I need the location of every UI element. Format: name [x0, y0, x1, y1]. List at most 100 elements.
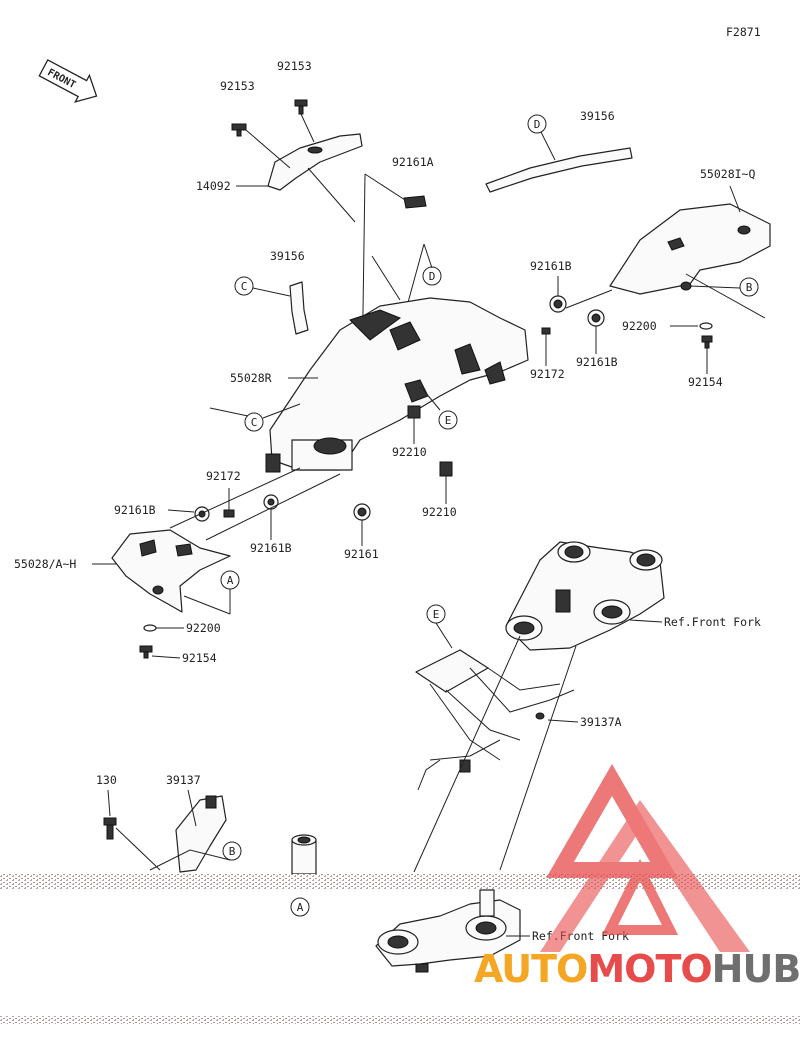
watermark-moto: MOTO: [587, 947, 711, 991]
watermark-hub: HUB: [712, 947, 800, 991]
part-92161b-right: [587, 309, 605, 327]
screw-92172-left-icon: [223, 509, 235, 518]
leader-line: [151, 655, 181, 659]
leader-line: [307, 167, 356, 223]
watermark-text: AUTOMOTOHUB: [474, 947, 800, 991]
label-92210-mid: 92210: [392, 445, 427, 459]
leader-line: [547, 719, 579, 723]
label-92153-left: 92153: [220, 79, 255, 93]
callout-c-upper: C: [234, 276, 254, 296]
screw-92172-right-icon: [541, 327, 551, 335]
leader-line: [435, 622, 453, 649]
figure-code: F2871: [726, 25, 761, 39]
leader-line: [169, 467, 301, 529]
leader-line: [423, 243, 433, 269]
leader-line: [252, 287, 291, 297]
label-92153-right: 92153: [277, 59, 312, 73]
label-92200-left: 92200: [186, 621, 221, 635]
label-92161: 92161: [344, 547, 379, 561]
callout-c-lower: C: [244, 412, 264, 432]
part-92210-grommet-low: [439, 461, 453, 477]
leader-line: [685, 273, 766, 319]
label-92200-right: 92200: [622, 319, 657, 333]
bolt-130-icon: [103, 817, 117, 840]
label-92161b-right: 92161B: [576, 355, 618, 369]
label-92161b-left: 92161B: [114, 503, 156, 517]
label-55028-a-h: 55028/A~H: [14, 557, 76, 571]
leader-line: [209, 407, 249, 417]
leader-line: [364, 173, 406, 201]
svg-text:B: B: [229, 845, 236, 858]
leader-line: [183, 595, 231, 615]
screw-92154-left-icon: [139, 645, 153, 659]
part-upper-triple-clamp: [505, 541, 665, 651]
label-92172-right: 92172: [530, 367, 565, 381]
leader-line: [371, 255, 401, 301]
label-92161b-center: 92161B: [250, 541, 292, 555]
svg-text:A: A: [227, 574, 234, 587]
callout-d-top: D: [527, 114, 547, 134]
leader-line: [729, 185, 741, 213]
leader-line: [115, 827, 161, 871]
leader-line: [539, 129, 556, 161]
callout-b-lower: B: [222, 841, 242, 861]
svg-text:A: A: [297, 901, 304, 914]
leader-line: [262, 403, 301, 419]
leader-line: [499, 645, 577, 871]
part-55028r-fairing: [265, 297, 529, 473]
svg-text:C: C: [251, 416, 258, 429]
label-39137: 39137: [166, 773, 201, 787]
svg-text:C: C: [241, 280, 248, 293]
part-55028-a-h-side-cover: [111, 529, 231, 613]
leader-line: [300, 113, 315, 143]
label-92154-left: 92154: [182, 651, 217, 665]
callout-b-right: B: [739, 277, 759, 297]
label-39156-top: 39156: [580, 109, 615, 123]
part-92161b-upper: [549, 295, 567, 313]
label-130: 130: [96, 773, 117, 787]
bolt-92153-left-icon: [231, 123, 247, 137]
screw-92154-right-icon: [701, 335, 713, 349]
label-39156-mid: 39156: [270, 249, 305, 263]
label-55028i-q: 55028I~Q: [700, 167, 755, 181]
svg-text:E: E: [445, 414, 452, 427]
svg-text:D: D: [534, 118, 541, 131]
part-lower-triple-clamp: [375, 889, 521, 973]
front-arrow-icon: FRONT: [38, 59, 98, 103]
callout-e-upper: E: [438, 410, 458, 430]
watermark-mountain-icon: [540, 800, 750, 952]
watermark-auto: AUTO: [474, 947, 587, 991]
label-ref-front-fork-upper: Ref.Front Fork: [664, 615, 761, 629]
label-55028r: 55028R: [230, 371, 272, 385]
leader-line: [419, 385, 441, 411]
part-92161b-center: [263, 494, 279, 510]
bolt-92153-right-icon: [294, 99, 308, 115]
leader-line: [689, 285, 741, 289]
watermark-inner-triangle-icon: [601, 858, 679, 935]
leader-line: [205, 473, 341, 541]
label-92161b-upper: 92161B: [530, 259, 572, 273]
label-92154-right: 92154: [688, 375, 723, 389]
part-14092-cover: [267, 133, 363, 191]
watermark-logo: [540, 764, 750, 952]
scan-noise-band-bottom: [0, 1016, 800, 1024]
svg-text:B: B: [746, 281, 753, 294]
callout-e-lower: E: [426, 604, 446, 624]
leader-line: [187, 789, 197, 827]
leader-line: [167, 509, 195, 513]
callout-d-middle: D: [422, 266, 442, 286]
leader-line: [629, 619, 663, 623]
washer-92200-left-icon: [143, 624, 157, 632]
callout-a-left: A: [220, 570, 240, 590]
callout-a-lower: A: [290, 897, 310, 917]
label-92161a: 92161A: [392, 155, 434, 169]
part-92210-grommet-mid: [407, 405, 421, 419]
part-92161b-left: [194, 506, 210, 522]
part-39137a-stay: [415, 649, 575, 791]
part-92161-grommet: [353, 503, 371, 521]
svg-text:D: D: [429, 270, 436, 283]
label-92210-low: 92210: [422, 505, 457, 519]
leader-line: [565, 289, 613, 309]
